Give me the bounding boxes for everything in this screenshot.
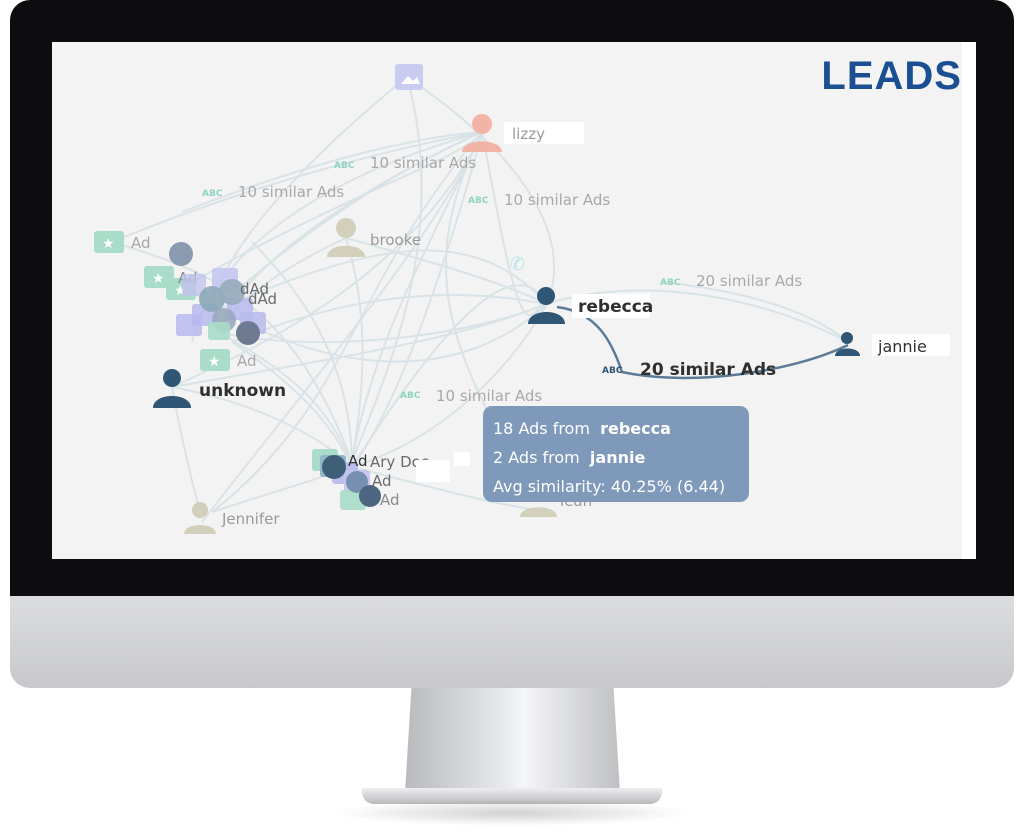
edge-label-center: 10 similar Ads	[436, 387, 542, 405]
node-jennifer[interactable]: Jennifer	[184, 502, 280, 534]
abc-badge: ABC	[400, 391, 421, 401]
svg-text:★: ★	[208, 353, 221, 369]
node-label-brooke: brooke	[370, 231, 421, 249]
node-unknown[interactable]: unknown	[153, 369, 286, 408]
ad-cluster-left[interactable]: Ad dAd dAd	[169, 242, 277, 345]
ad-node[interactable]: ★ Ad	[200, 349, 257, 371]
edge-label-lizzy: 10 similar Ads	[370, 154, 476, 172]
node-jannie[interactable]: jannie	[835, 332, 950, 356]
abc-badge: ABC	[468, 196, 489, 206]
tooltip-line2-name: jannie	[589, 448, 646, 467]
edge-tooltip: 18 Ads from rebecca 2 Ads from jannie Av…	[483, 406, 749, 502]
tooltip-similarity: Avg similarity: 40.25% (6.44)	[493, 477, 726, 496]
svg-text:Ad: Ad	[348, 452, 368, 470]
node-label-unknown: unknown	[199, 381, 286, 401]
svg-text:Ad: Ad	[372, 472, 392, 490]
ad-node[interactable]: ★ Ad	[94, 231, 151, 253]
edge-label-highlighted: 20 similar Ads	[640, 360, 776, 380]
monitor-stand-neck	[405, 688, 620, 792]
leads-logo: LEADS	[821, 54, 962, 98]
background-edges	[111, 76, 849, 523]
edge-labels: ABC 10 similar Ads ABC 10 similar Ads AB…	[202, 154, 802, 405]
network-graph[interactable]: ABC 10 similar Ads ABC 10 similar Ads AB…	[52, 42, 976, 559]
screen-edge	[962, 42, 976, 559]
abc-badge: ABC	[660, 278, 681, 288]
svg-text:★: ★	[102, 235, 115, 251]
node-brooke[interactable]: brooke	[327, 218, 421, 257]
edge-label-faint: 20 similar Ads	[696, 272, 802, 290]
phone-icon: ✆	[510, 254, 525, 274]
tooltip-line1-name: rebecca	[600, 419, 671, 438]
screen: ABC 10 similar Ads ABC 10 similar Ads AB…	[52, 42, 976, 559]
monitor-chin	[10, 596, 1014, 688]
svg-text:Ary Doe: Ary Doe	[370, 453, 430, 471]
node-label-lizzy: lizzy	[512, 125, 545, 143]
svg-text:Ad: Ad	[131, 234, 151, 252]
abc-badge: ABC	[334, 161, 355, 171]
image-node[interactable]	[395, 64, 423, 90]
monitor-shadow	[330, 800, 694, 826]
svg-text:dAd: dAd	[240, 280, 269, 298]
abc-badge: ABC	[202, 189, 223, 199]
highlighted-edge[interactable]	[556, 305, 849, 380]
tooltip-line2-prefix: 2 Ads from	[493, 448, 580, 467]
tooltip-line1-prefix: 18 Ads from	[493, 419, 590, 438]
node-label-rebecca: rebecca	[578, 297, 653, 317]
node-rebecca[interactable]: rebecca	[528, 287, 653, 324]
node-label-jennifer: Jennifer	[221, 510, 280, 528]
svg-text:Ad: Ad	[380, 491, 400, 509]
node-lizzy[interactable]: lizzy	[462, 114, 584, 152]
ad-cluster-bottom[interactable]: Ad Ary Doe Ad Ad	[312, 449, 470, 510]
edge-label-right: 10 similar Ads	[504, 191, 610, 209]
svg-text:Ad: Ad	[237, 352, 257, 370]
abc-badge: ABC	[602, 366, 623, 376]
node-label-jannie: jannie	[877, 337, 927, 356]
edge-label-brooke: 10 similar Ads	[238, 183, 344, 201]
svg-text:dAd: dAd	[248, 290, 277, 308]
monitor-stand-foot	[362, 788, 662, 804]
svg-text:★: ★	[152, 270, 165, 286]
